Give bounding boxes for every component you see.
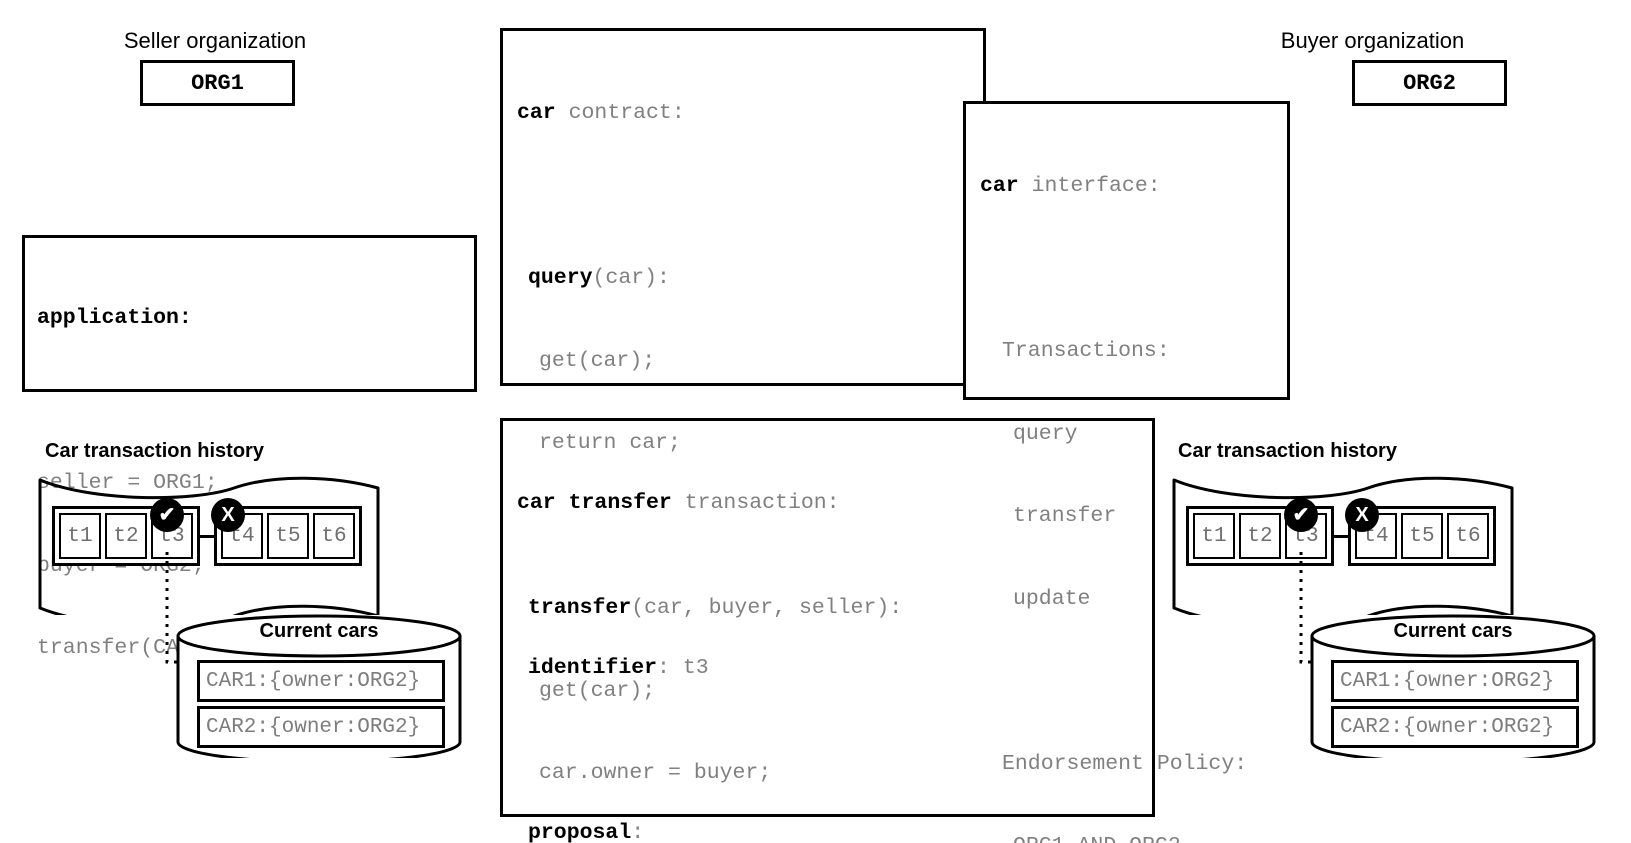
ledger-left-chain-link bbox=[200, 534, 214, 538]
interface-endorsement-value: ORG1 AND ORG2 bbox=[980, 833, 1287, 843]
interface-title-keyword: car bbox=[980, 174, 1019, 198]
interface-transaction-update: update bbox=[1013, 586, 1091, 611]
interface-title-rest: interface: bbox=[1018, 174, 1161, 198]
ledger-right-title: Car transaction history bbox=[1178, 440, 1397, 462]
contract-transfer-line-1: car.owner = buyer; bbox=[539, 761, 772, 785]
contract-query-line-0: get(car); bbox=[539, 348, 656, 373]
interface-transaction-query: query bbox=[1013, 421, 1078, 446]
worldstate-left-record-0[interactable]: CAR1:{owner:ORG2} bbox=[197, 660, 445, 702]
worldstate-right-record-0[interactable]: CAR1:{owner:ORG2} bbox=[1331, 660, 1579, 702]
ledger-left-group-b: t4 t5 t6 bbox=[214, 506, 362, 566]
contract-transfer-args: (car, buyer, seller): bbox=[631, 596, 903, 620]
tx-block-t1[interactable]: t1 bbox=[1193, 513, 1235, 559]
application-title: application: bbox=[37, 306, 192, 330]
ledger-left-title: Car transaction history bbox=[45, 440, 264, 462]
car-interface-box: car interface: Transactions: query trans… bbox=[963, 101, 1290, 843]
tx-block-t6[interactable]: t6 bbox=[313, 513, 355, 559]
contract-transfer-name: transfer bbox=[528, 596, 632, 620]
invalid-x-badge-right: X bbox=[1345, 498, 1379, 532]
contract-query-name: query bbox=[528, 266, 593, 290]
contract-query-args: (car): bbox=[592, 266, 670, 290]
ledger-right-chain-link bbox=[1334, 534, 1348, 538]
worldstate-right-record-1[interactable]: CAR2:{owner:ORG2} bbox=[1331, 706, 1579, 748]
worldstate-left-record-1[interactable]: CAR2:{owner:ORG2} bbox=[197, 706, 445, 748]
seller-org-label: Seller organization bbox=[123, 28, 307, 53]
ledger-left-scroll bbox=[34, 470, 384, 615]
buyer-org-label: Buyer organization bbox=[1280, 28, 1465, 53]
car-contract-box: car contract: query(car): get(car); retu… bbox=[500, 28, 986, 785]
interface-transaction-transfer: transfer bbox=[1013, 504, 1117, 528]
transaction-title-keyword: car transfer bbox=[517, 491, 672, 515]
valid-check-badge-left: ✔ bbox=[150, 498, 184, 532]
ledger-right-blocks: t1 t2 t3 t4 t5 t6 bbox=[1186, 506, 1496, 566]
car-transfer-transaction-box: car transfer transaction: identifier: t3… bbox=[500, 418, 1155, 843]
worldstate-right-cylinder: Current cars CAR1:{owner:ORG2} CAR2:{own… bbox=[1309, 610, 1597, 758]
worldstate-left-cylinder: Current cars CAR1:{owner:ORG2} CAR2:{own… bbox=[175, 610, 463, 758]
contract-title-rest: contract: bbox=[555, 101, 685, 125]
worldstate-left-title: Current cars bbox=[259, 620, 379, 642]
ledger-left-blocks: t1 t2 t3 t4 t5 t6 bbox=[52, 506, 362, 566]
contract-transfer-line-0: get(car); bbox=[539, 678, 656, 703]
tx-block-t2[interactable]: t2 bbox=[1239, 513, 1281, 559]
seller-org-box: ORG1 bbox=[140, 60, 295, 106]
transaction-proposal-label: proposal bbox=[528, 821, 632, 843]
valid-check-badge-right: ✔ bbox=[1284, 498, 1318, 532]
tx-block-t6[interactable]: t6 bbox=[1447, 513, 1489, 559]
transaction-identifier-label: identifier bbox=[528, 656, 658, 680]
buyer-org-box: ORG2 bbox=[1352, 60, 1507, 106]
tx-block-t5[interactable]: t5 bbox=[1401, 513, 1443, 559]
transaction-title-rest: transaction: bbox=[671, 491, 840, 515]
contract-title-keyword: car bbox=[517, 101, 556, 125]
transaction-identifier-value: : t3 bbox=[657, 656, 709, 680]
ledger-right-group-b: t4 t5 t6 bbox=[1348, 506, 1496, 566]
invalid-x-badge-left: X bbox=[211, 498, 245, 532]
tx-block-t2[interactable]: t2 bbox=[105, 513, 147, 559]
interface-endorsement-label: Endorsement Policy: bbox=[1002, 751, 1248, 776]
contract-query-line-1: return car; bbox=[539, 431, 681, 455]
worldstate-right-title: Current cars bbox=[1393, 620, 1513, 642]
tx-block-t5[interactable]: t5 bbox=[267, 513, 309, 559]
tx-block-t1[interactable]: t1 bbox=[59, 513, 101, 559]
interface-transactions-label: Transactions: bbox=[1002, 339, 1170, 363]
application-box: application: seller = ORG1; buyer = ORG2… bbox=[22, 235, 477, 660]
application-line-0: seller = ORG1; bbox=[37, 471, 218, 495]
ledger-right-scroll bbox=[1168, 470, 1518, 615]
